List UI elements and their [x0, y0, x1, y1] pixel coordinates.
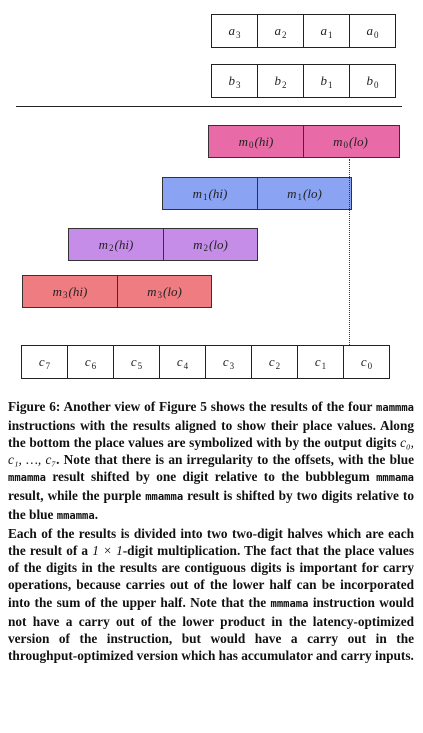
caption-text: .	[94, 507, 99, 523]
digit-a2: a2	[257, 14, 304, 48]
caption-text: Another view of Figure 5 shows the resul…	[60, 399, 377, 414]
digit-c7: c7	[21, 345, 68, 379]
caption-text: result, while the purple	[8, 488, 146, 504]
digit-label: c7	[38, 354, 51, 371]
caption-text: result shifted by one digit relative to …	[45, 469, 377, 485]
figure-label: Figure 6:	[8, 399, 61, 414]
digit-a0: a0	[349, 14, 396, 48]
mnemonic: mmamma	[145, 491, 184, 504]
digit-a1: a1	[303, 14, 350, 48]
mnemonic: mmmama	[270, 597, 309, 610]
caption-text: . Note that there is an irregularity to …	[56, 452, 415, 468]
digit-label: c5	[130, 354, 143, 371]
digit-label: b2	[274, 73, 287, 90]
mnemonic: mmamma	[8, 472, 46, 485]
digit-label: b0	[366, 73, 379, 90]
operand-a-row: a3 a2 a1 a0	[211, 14, 396, 48]
digit-c3: c3	[205, 345, 252, 379]
caption-paragraph-2: Each of the results is divided into two …	[8, 525, 414, 663]
digit-b3: b3	[211, 64, 258, 98]
figure-caption: Figure 6: Another view of Figure 5 shows…	[8, 398, 414, 664]
digit-b1: b1	[303, 64, 350, 98]
digit-label: c0	[360, 354, 373, 371]
digit-b0: b0	[349, 64, 396, 98]
caption-text: instructions with the results aligned to…	[8, 418, 414, 451]
alignment-dotted-line	[349, 159, 350, 347]
mnemonic: mmamma	[56, 510, 95, 523]
mnemonic: mmmama	[376, 472, 414, 485]
caption-text: -digit multiplication. The fact that the…	[8, 543, 414, 610]
digit-label: c3	[222, 354, 235, 371]
output-c-row: c7 c6 c5 c4 c3 c2 c1 c0	[21, 345, 390, 379]
caption-text: instruction would not have a carry out o…	[8, 594, 414, 663]
digit-label: a1	[320, 23, 333, 40]
digit-c4: c4	[159, 345, 206, 379]
digit-label: c4	[176, 354, 189, 371]
math-expression: 1 × 1	[92, 543, 123, 559]
digit-label: c2	[268, 354, 281, 371]
digit-label: c1	[314, 354, 327, 371]
digit-c1: c1	[297, 345, 344, 379]
caption-paragraph-1: Figure 6: Another view of Figure 5 shows…	[8, 398, 414, 525]
digit-label: b1	[320, 73, 333, 90]
digit-label: b3	[228, 73, 241, 90]
operand-b-row: b3 b2 b1 b0	[211, 64, 396, 98]
digit-c2: c2	[251, 345, 298, 379]
caption-text: result is shifted by two digits relative…	[8, 488, 414, 523]
digit-label: a2	[274, 23, 287, 40]
digit-c0: c0	[343, 345, 390, 379]
caption-text: Each of the results is divided into two …	[8, 526, 414, 559]
digit-label: a3	[228, 23, 241, 40]
multiplication-rule	[16, 106, 402, 107]
digit-c6: c6	[67, 345, 114, 379]
digit-label: a0	[366, 23, 379, 40]
mnemonic: mammma	[376, 402, 414, 414]
digit-label: c6	[84, 354, 97, 371]
digit-a3: a3	[211, 14, 258, 48]
math-expression: c₀, c₁, …, c₇	[8, 435, 414, 468]
digit-b2: b2	[257, 64, 304, 98]
digit-c5: c5	[113, 345, 160, 379]
